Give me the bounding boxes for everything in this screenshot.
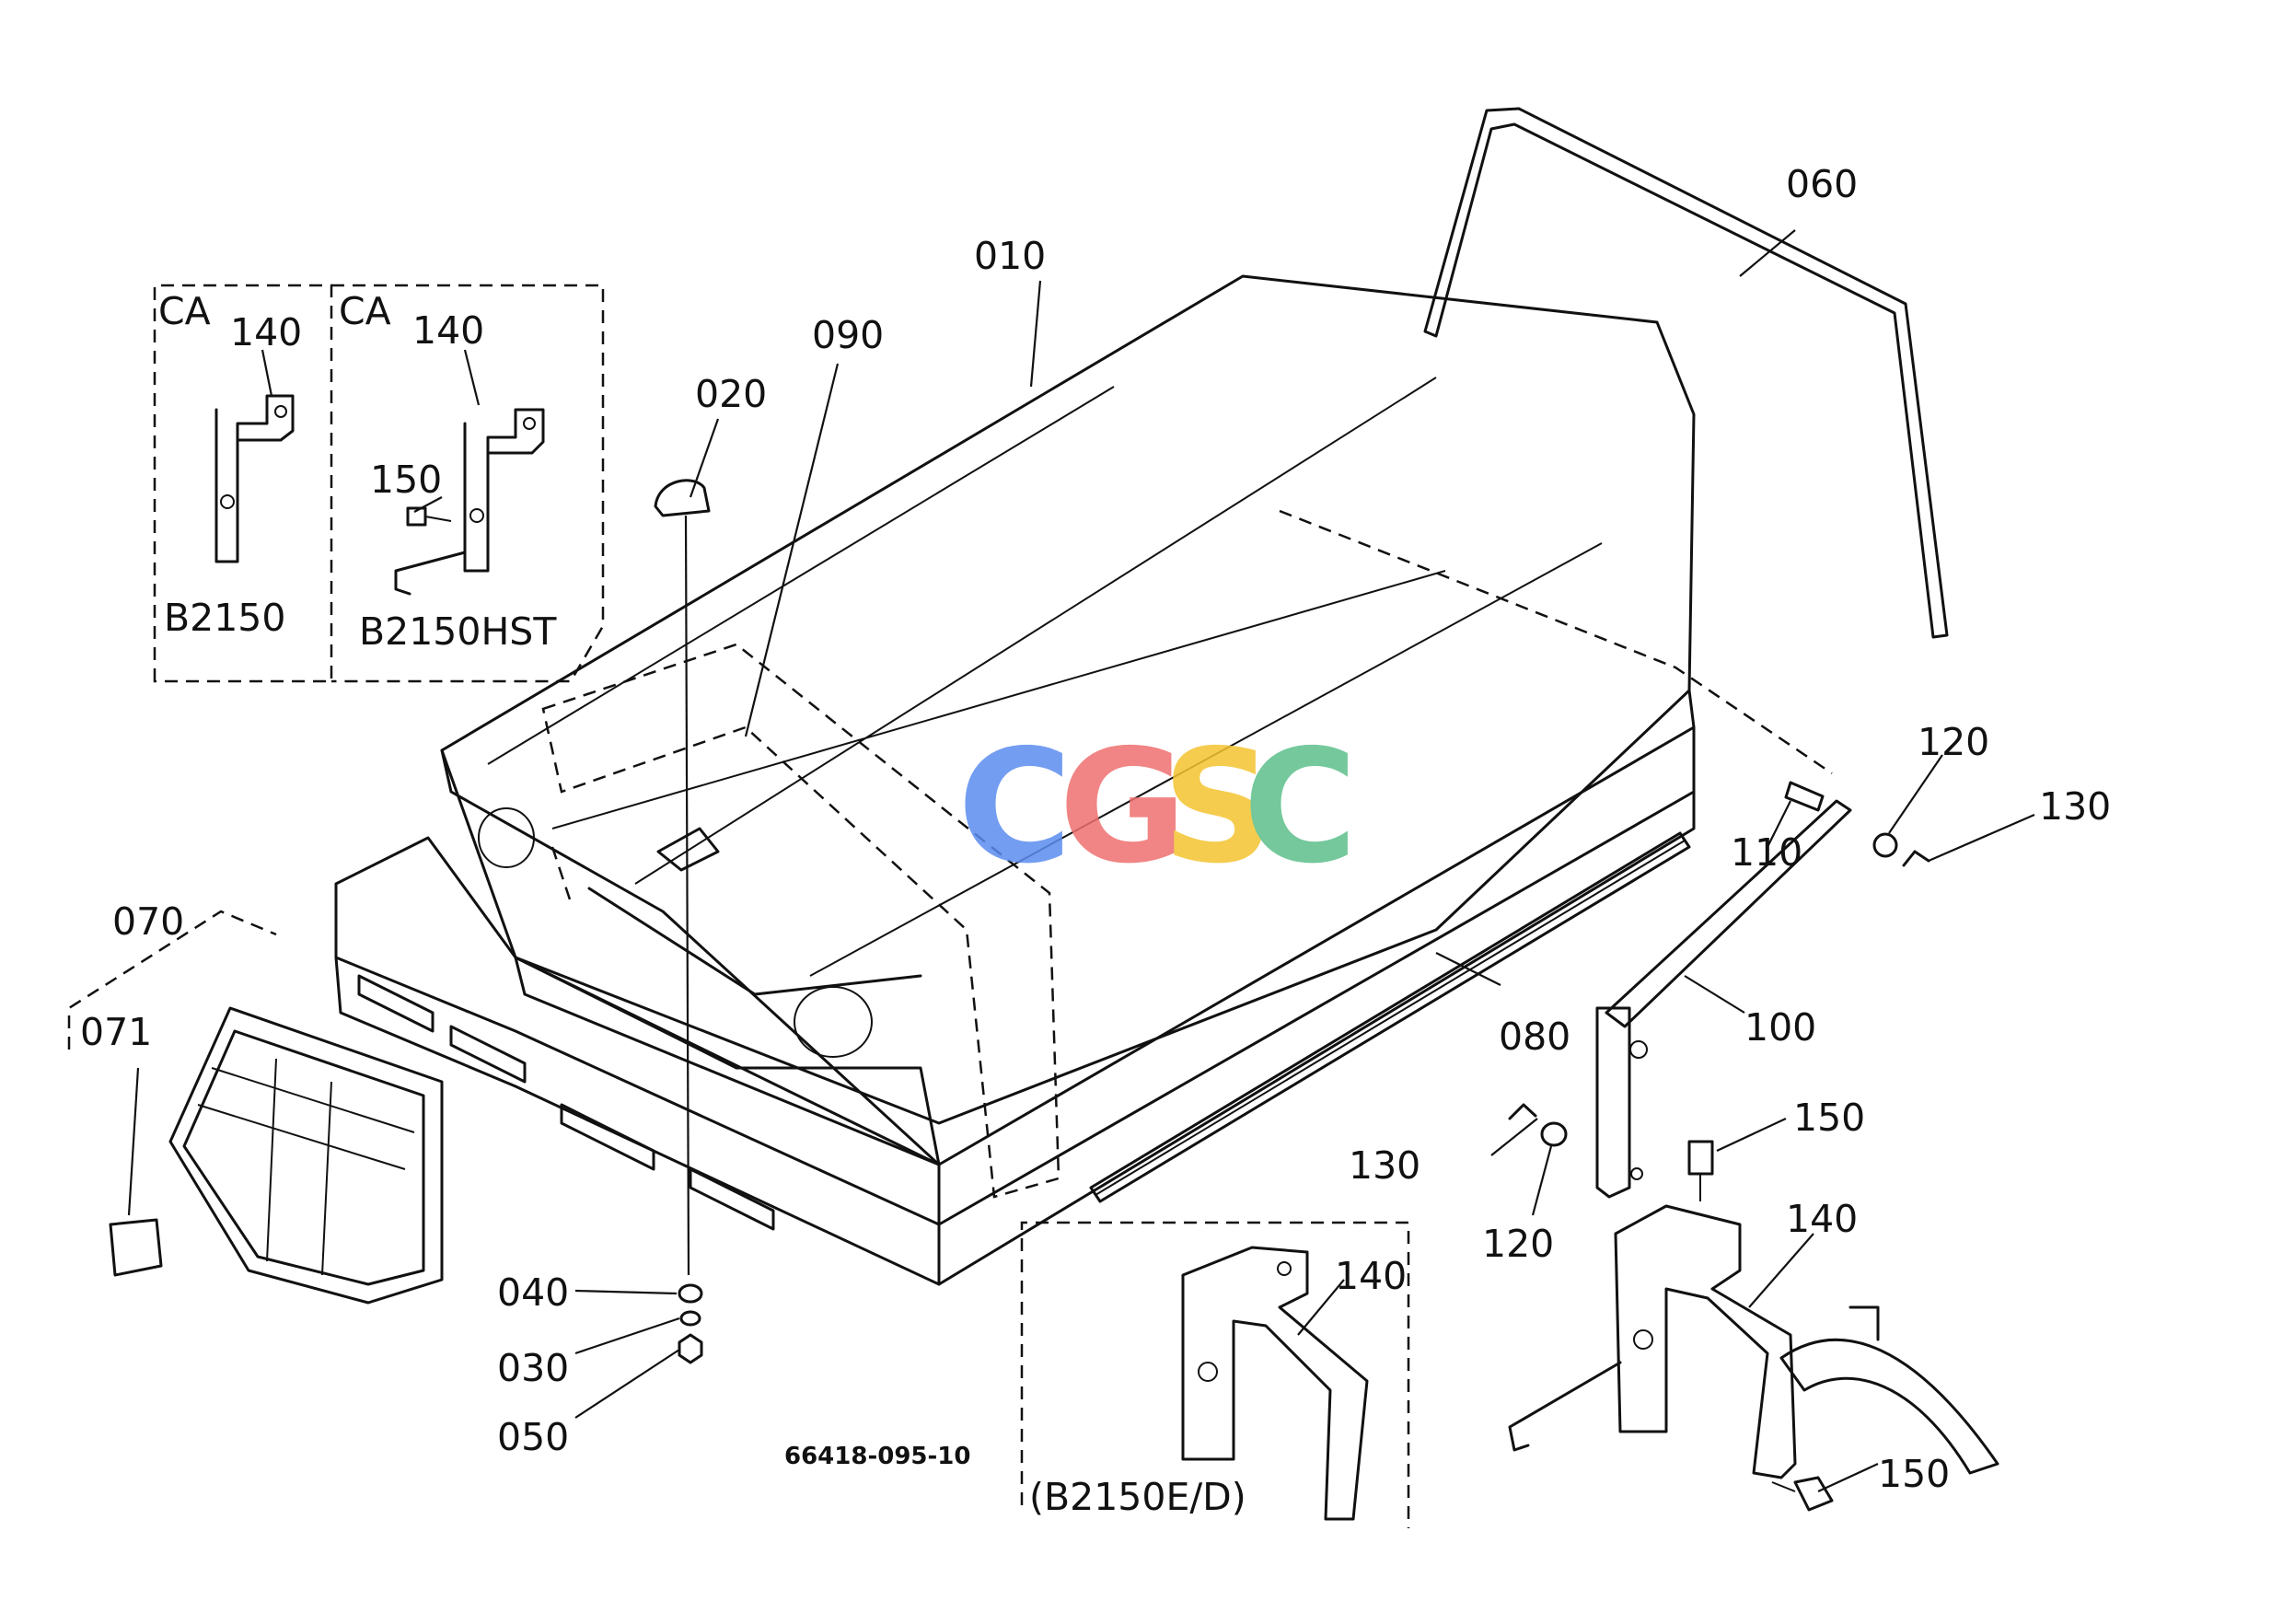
drawing-number: 66418-095-10 [784,1443,971,1470]
label-050: 050 [497,1415,569,1459]
bolt-150-top [1687,1140,1714,1201]
part-labels: 010 090 020 060 070 071 080 100 110 120 … [80,162,2111,1519]
label-110: 110 [1731,830,1802,875]
label-071: 071 [80,1010,152,1054]
seal-090 [541,643,1060,1199]
label-030: 030 [497,1346,569,1390]
label-090: 090 [812,313,884,357]
label-130-bottom: 130 [1349,1143,1420,1188]
label-100: 100 [1744,1005,1816,1050]
label-150-inset-b: 150 [370,458,442,502]
label-model-b2150: B2150 [164,596,285,640]
trim-060 [1423,107,1949,639]
label-140-inset-a: 140 [230,310,302,354]
watermark-letter-3: S [1162,716,1274,899]
label-140-inset-c: 140 [1335,1254,1407,1298]
label-010: 010 [974,234,1046,278]
bonnet-010 [334,274,1696,1286]
label-model-b2150ed: (B2150E/D) [1029,1475,1246,1519]
nut-050 [678,1333,703,1364]
watermark-letter-1: C [957,716,1072,899]
leader-lines [261,229,2035,1492]
label-model-b2150hst: B2150HST [359,609,557,654]
label-ca-left: CA [158,289,211,333]
knob-020 [654,479,720,1276]
watermark-cgsc: C G S C [957,716,1358,899]
washer-120-bottom [1540,1121,1568,1147]
washer-030 [679,1310,701,1327]
label-040: 040 [497,1270,569,1315]
rail-080 [1089,831,1691,1203]
inset-b2150ed [1020,1221,1410,1528]
washer-120-top [1872,832,1898,858]
watermark-letter-2: G [1059,716,1188,899]
label-140-main: 140 [1786,1197,1858,1241]
label-120-top: 120 [1918,720,1989,764]
washer-040 [678,1283,703,1304]
hinge-bracket-140 [1508,1204,1999,1479]
label-130-top: 130 [2039,784,2111,829]
label-080: 080 [1499,1015,1570,1059]
pin-130-bottom [1508,1103,1537,1120]
badge-071 [109,1067,163,1277]
label-ca-right: CA [339,289,391,333]
bolt-150-bottom [1771,1476,1834,1512]
watermark-letter-4: C [1243,716,1358,899]
grille-070 [67,910,444,1305]
pin-130-top [1902,850,1930,867]
label-070: 070 [112,899,184,944]
stay-rod-100 [1279,509,1852,1199]
label-150-bottom: 150 [1878,1452,1950,1496]
label-120-bottom: 120 [1482,1222,1554,1266]
label-150-top: 150 [1793,1096,1865,1140]
label-020: 020 [695,372,767,416]
label-060: 060 [1786,162,1858,206]
bolt-110 [1784,781,1825,812]
label-140-inset-b: 140 [412,308,484,353]
